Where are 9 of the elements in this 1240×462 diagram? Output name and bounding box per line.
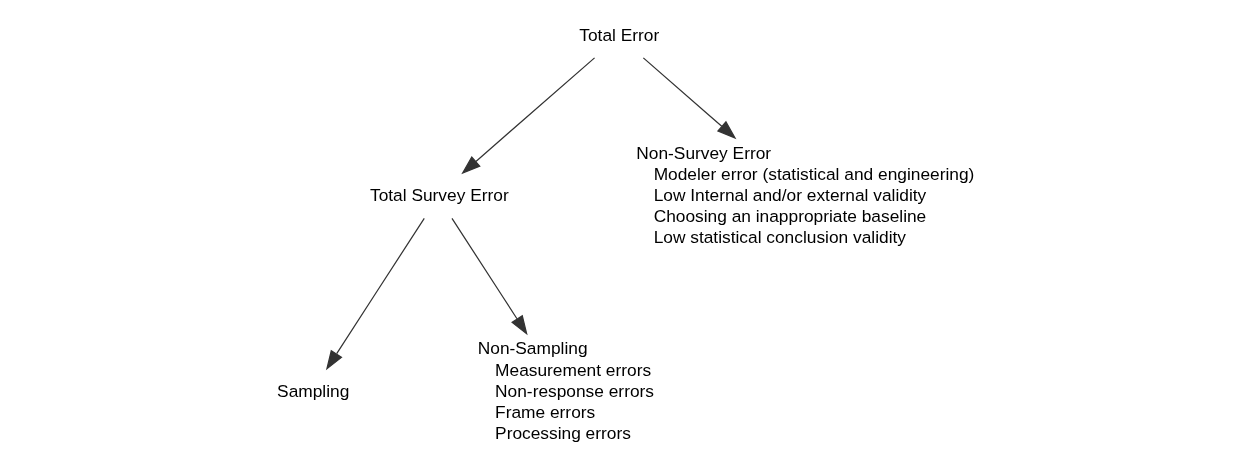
node-text: Total Survey Error: [369, 184, 509, 205]
node-text: Total Error: [578, 24, 659, 45]
arrow: [450, 217, 528, 336]
arrow: [325, 217, 425, 371]
arrow: [460, 57, 595, 175]
node-text: Sampling: [276, 380, 349, 401]
node-text: Non-Sampling Measurement errors Non-response errors Frame errors Processing errors: [477, 338, 654, 443]
arrow: [642, 57, 736, 140]
node-text: Non-Survey Error Modeler error (statistical and engineering) Low Internal and/or external validity Choosing an inappropriate baseline Low statistical conclusion validity: [635, 142, 974, 248]
